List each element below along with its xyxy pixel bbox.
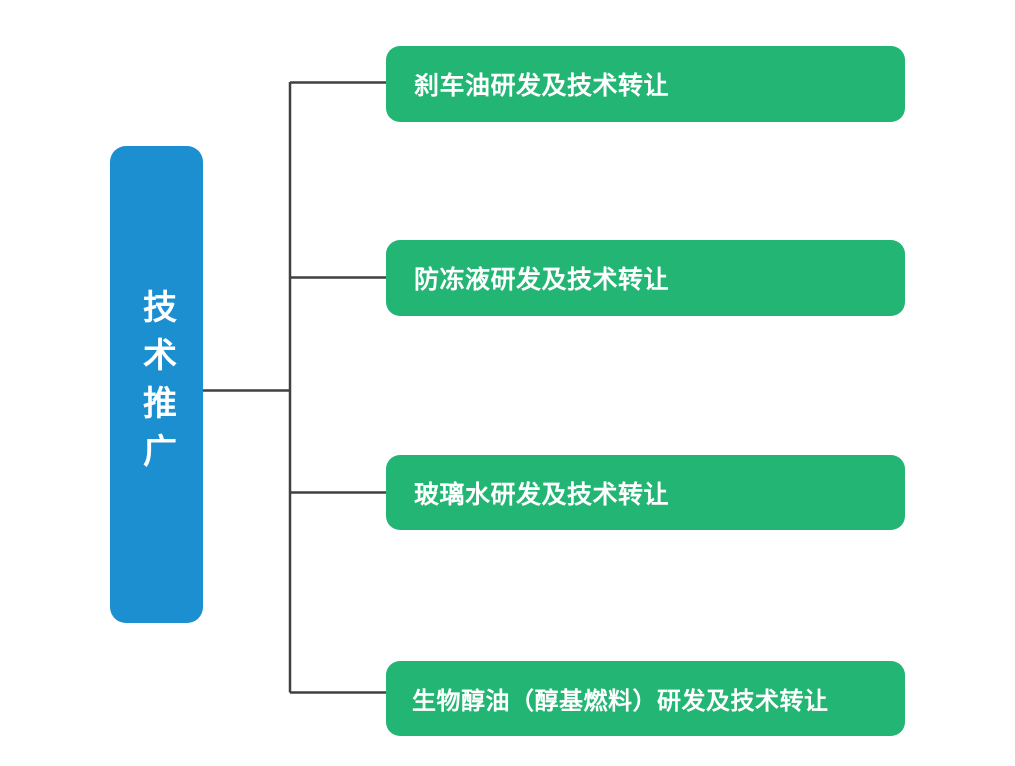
- branch-node-2-label: 防冻液研发及技术转让: [414, 265, 670, 294]
- branch-node-3-label: 玻璃水研发及技术转让: [414, 479, 670, 509]
- branch-node-4[interactable]: 生物醇油（醇基燃料）研发及技术转让: [386, 661, 905, 736]
- root-node-label: 技术推广: [136, 288, 177, 481]
- root-node[interactable]: 技术推广: [110, 146, 203, 623]
- branch-node-4-label: 生物醇油（醇基燃料）研发及技术转让: [412, 687, 829, 715]
- branch-node-2[interactable]: 防冻液研发及技术转让: [386, 240, 905, 316]
- branch-node-3[interactable]: 玻璃水研发及技术转让: [386, 455, 905, 530]
- branch-node-1[interactable]: 刹车油研发及技术转让: [386, 46, 905, 122]
- branch-node-1-label: 刹车油研发及技术转让: [414, 71, 670, 100]
